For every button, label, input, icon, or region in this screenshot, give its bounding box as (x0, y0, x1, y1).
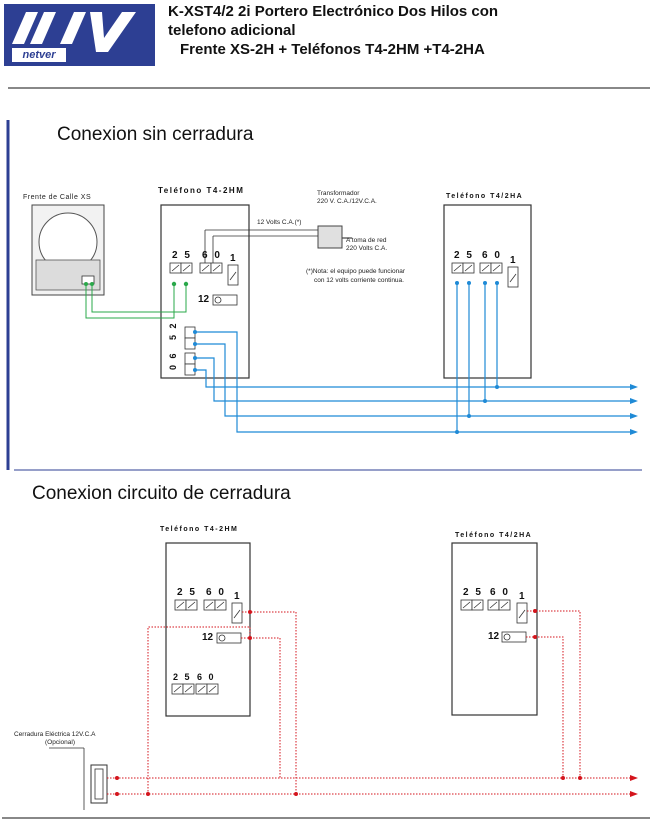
netver-logo-icon (12, 12, 136, 52)
add-terminal-1-label: 1 (510, 255, 518, 266)
s2-terminals-60-lower-label: 6 0 (197, 672, 216, 682)
add-terminal-1 (507, 266, 519, 288)
phone-add-box (443, 204, 532, 379)
phone-main-label: Teléfono T4-2HM (158, 186, 245, 195)
green-terminal-dots (84, 281, 189, 287)
title-line-1: K-XST4/2 2i Portero Electrónico Dos Hilo… (168, 3, 499, 20)
s2-phone-add-label: Teléfono T4/2HA (455, 532, 533, 539)
s2-terminal-block-60-lower (195, 683, 219, 695)
s2-add-terminal-block-60 (487, 599, 511, 611)
s2-add-terminal-block-25 (460, 599, 484, 611)
terminal-block-06 (184, 352, 196, 376)
red-arrows (630, 775, 638, 797)
s2-terminal-block-25-lower (171, 683, 195, 695)
s2-add-terminal-1 (516, 602, 528, 624)
netver-logo: netver (4, 4, 155, 66)
terminal-12-label: 12 (198, 294, 210, 305)
title-line-3: Frente XS-2H + Teléfonos T4-2HM +T4-2HA (180, 41, 485, 58)
mains-line-1: A toma de red (346, 237, 387, 244)
blue-bus-wires (195, 283, 630, 433)
section1-title: Conexion sin cerradura (57, 124, 254, 145)
s2-add-terminal-1-label: 1 (519, 591, 527, 602)
title-line-2: telefono adicional (168, 22, 296, 39)
s2-add-terminals-60-label: 6 0 (490, 587, 510, 598)
phone-add-label: Teléfono T4/2HA (446, 193, 524, 200)
note-line-1: (*)Nota: el equipo puede funcionar (306, 268, 406, 275)
green-bus-wires (85, 284, 187, 319)
s2-phone-main-label: Teléfono T4-2HM (160, 526, 239, 533)
transformer-box (317, 225, 343, 249)
s2-add-terminal-12-label: 12 (488, 631, 500, 642)
s2-terminal-12 (216, 632, 242, 644)
terminals-25-label: 2 5 (172, 250, 192, 261)
s2-terminal-12-label: 12 (202, 632, 214, 643)
s2-add-terminals-25-label: 2 5 (463, 587, 483, 598)
blue-junction-dots (193, 281, 499, 434)
terminals-60-label: 6 0 (202, 250, 222, 261)
red-lock-wires (107, 610, 630, 795)
page-title: K-XST4/2 2i Portero Electrónico Dos Hilo… (168, 2, 648, 59)
transformer-title-2: 220 V. C.A./12V.C.A. (317, 198, 377, 205)
s2-terminal-1-label: 1 (234, 591, 242, 602)
terminal-1 (227, 264, 239, 286)
note-line-2: con 12 volts corriente continua. (314, 277, 404, 284)
blue-arrows (630, 384, 638, 435)
add-terminal-block-25 (451, 262, 475, 274)
street-panel-label: Frente de Calle XS (23, 194, 92, 201)
s2-terminal-1 (231, 602, 243, 624)
s2-terminals-25-lower-label: 2 5 (173, 672, 192, 682)
terminal-06-label: 0 6 (168, 351, 178, 370)
terminal-12 (212, 294, 238, 306)
add-terminals-25-label: 2 5 (454, 250, 474, 261)
transformer-title-1: Transformador (317, 190, 360, 197)
red-junction-dots (115, 609, 582, 796)
add-terminals-60-label: 6 0 (482, 250, 502, 261)
lock-label-1: Cerradura Eléctrica 12V.C.A (14, 731, 96, 738)
s2-terminals-25-label: 2 5 (177, 587, 197, 598)
lock-label-2: (Opcional) (45, 739, 75, 746)
terminal-52-label: 5 2 (168, 321, 178, 340)
volts-label: 12 Volts C.A.(*) (257, 219, 302, 226)
terminal-1-label: 1 (230, 253, 238, 264)
panel-plate (35, 259, 101, 291)
terminal-block-60 (199, 262, 223, 274)
terminal-block-52 (184, 326, 196, 350)
s2-terminal-block-25 (174, 599, 198, 611)
s2-terminals-60-label: 6 0 (206, 587, 226, 598)
s2-phone-add-box (451, 542, 538, 716)
mains-line-2: 220 Volts C.A. (346, 245, 388, 252)
brand-name: netver (12, 48, 66, 62)
s2-add-terminal-12 (501, 631, 527, 643)
section2-title: Conexion circuito de cerradura (32, 483, 291, 504)
add-terminal-block-60 (479, 262, 503, 274)
s2-terminal-block-60 (203, 599, 227, 611)
phone-main-box (160, 204, 250, 379)
terminal-block-25 (169, 262, 193, 274)
